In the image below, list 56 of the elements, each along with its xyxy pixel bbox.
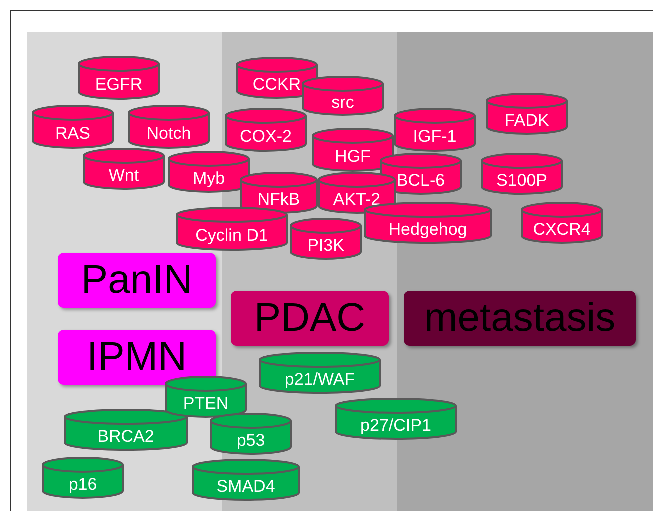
cylinder-shape <box>312 128 394 172</box>
gene-label: CCKR <box>252 75 302 94</box>
cylinder-shape <box>259 352 381 394</box>
gene-label: FADK <box>504 111 550 130</box>
gene-label: Cyclin D1 <box>196 226 268 245</box>
gene-label: EGFR <box>95 75 143 94</box>
cylinder-shape <box>128 105 210 149</box>
stage-label: metastasis <box>424 296 616 341</box>
gene-label: BRCA2 <box>98 427 154 446</box>
gene-label: Hedgehog <box>388 220 468 239</box>
cylinder-shape <box>240 172 318 214</box>
gene-label: COX-2 <box>240 127 292 146</box>
cylinder-shape <box>78 56 160 100</box>
stage-label: PanIN <box>81 258 193 303</box>
stage-box <box>231 291 389 346</box>
gene-label: RAS <box>56 124 90 143</box>
gene-label: AKT-2 <box>333 190 381 209</box>
cylinder-shape <box>394 108 476 152</box>
gene-label: HGF <box>335 147 371 166</box>
cylinder-shape <box>165 376 247 418</box>
cylinder-shape <box>290 218 362 260</box>
gene-label: p21/WAF <box>284 370 356 389</box>
gene-label: p16 <box>68 475 98 494</box>
cylinder-shape <box>176 207 288 251</box>
gene-label: IGF-1 <box>413 127 457 146</box>
cylinder-shape <box>481 153 563 195</box>
cylinder-shape <box>335 398 457 440</box>
cylinder-shape <box>302 76 384 116</box>
gene-label: S100P <box>496 171 548 190</box>
gene-label: src <box>332 93 354 112</box>
cylinder-shape <box>83 148 165 190</box>
cylinder-shape <box>486 93 568 135</box>
gene-label: NFkB <box>258 190 300 209</box>
gene-label: PI3K <box>308 236 344 255</box>
cylinder-shape <box>210 413 292 455</box>
cylinder-shape <box>521 202 603 244</box>
gene-label: Myb <box>192 169 226 188</box>
stage-label: IPMN <box>87 335 187 380</box>
cylinder-shape <box>64 409 188 451</box>
gene-label: Notch <box>146 124 192 143</box>
stage-label: PDAC <box>254 296 366 341</box>
cylinder-shape <box>32 105 114 149</box>
stage-box <box>404 291 636 346</box>
cylinder-shape <box>225 108 307 152</box>
gene-label: BCL-6 <box>396 171 446 190</box>
stage-box <box>58 253 216 308</box>
gene-label: p53 <box>236 431 266 450</box>
cylinder-shape <box>192 459 300 501</box>
cylinder-shape <box>168 151 250 193</box>
gene-label: PTEN <box>183 394 229 413</box>
gene-label: Wnt <box>108 166 140 185</box>
gene-label: CXCR4 <box>533 220 591 239</box>
stage-box <box>58 330 216 385</box>
gene-label: p27/CIP1 <box>360 416 432 435</box>
gene-label: SMAD4 <box>216 477 276 496</box>
cylinder-shape <box>42 457 124 499</box>
